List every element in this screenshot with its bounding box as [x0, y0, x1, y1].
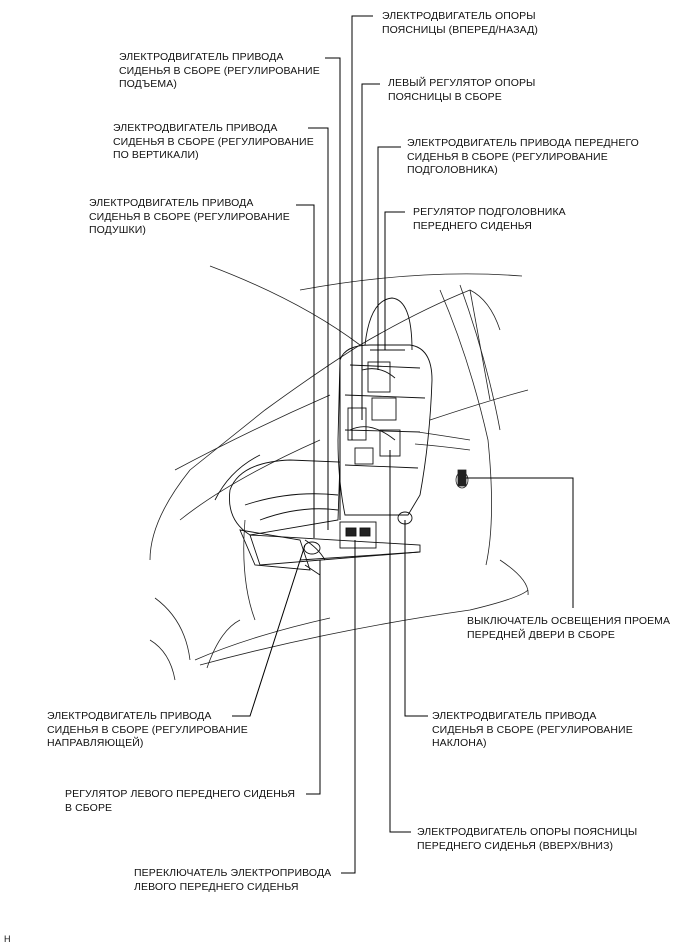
figure-id: H — [4, 934, 11, 944]
label-lift-motor: ЭЛЕКТРОДВИГАТЕЛЬ ПРИВОДА СИДЕНЬЯ В СБОРЕ… — [119, 51, 320, 90]
label-door-courtesy-switch: ВЫКЛЮЧАТЕЛЬ ОСВЕЩЕНИЯ ПРОЕМА ПЕРЕДНЕЙ ДВ… — [467, 615, 671, 641]
label-slide-motor: ЭЛЕКТРОДВИГАТЕЛЬ ПРИВОДА СИДЕНЬЯ В СБОРЕ… — [47, 710, 248, 749]
label-lumbar-up-down: ЭЛЕКТРОДВИГАТЕЛЬ ОПОРЫ ПОЯСНИЦЫ ПЕРЕДНЕГ… — [417, 826, 638, 852]
front-seat-assembly — [214, 297, 433, 576]
label-left-lumbar-adjuster: ЛЕВЫЙ РЕГУЛЯТОР ОПОРЫ ПОЯСНИЦЫ В СБОРЕ — [388, 77, 536, 103]
label-headrest-motor: ЭЛЕКТРОДВИГАТЕЛЬ ПРИВОДА ПЕРЕДНЕГО СИДЕН… — [407, 137, 639, 176]
label-headrest-adjuster: РЕГУЛЯТОР ПОДГОЛОВНИКА ПЕРЕДНЕГО СИДЕНЬЯ — [413, 206, 566, 232]
label-left-front-seat-adjuster: РЕГУЛЯТОР ЛЕВОГО ПЕРЕДНЕГО СИДЕНЬЯ В СБО… — [65, 788, 296, 814]
label-recline-motor: ЭЛЕКТРОДВИГАТЕЛЬ ПРИВОДА СИДЕНЬЯ В СБОРЕ… — [432, 710, 633, 749]
label-lumbar-fwd-back: ЭЛЕКТРОДВИГАТЕЛЬ ОПОРЫ ПОЯСНИЦЫ (ВПЕРЕД/… — [382, 10, 538, 36]
label-vertical-motor: ЭЛЕКТРОДВИГАТЕЛЬ ПРИВОДА СИДЕНЬЯ В СБОРЕ… — [113, 122, 314, 161]
label-power-seat-switch: ПЕРЕКЛЮЧАТЕЛЬ ЭЛЕКТРОПРИВОДА ЛЕВОГО ПЕРЕ… — [134, 867, 332, 893]
label-cushion-motor: ЭЛЕКТРОДВИГАТЕЛЬ ПРИВОДА СИДЕНЬЯ В СБОРЕ… — [89, 197, 290, 236]
